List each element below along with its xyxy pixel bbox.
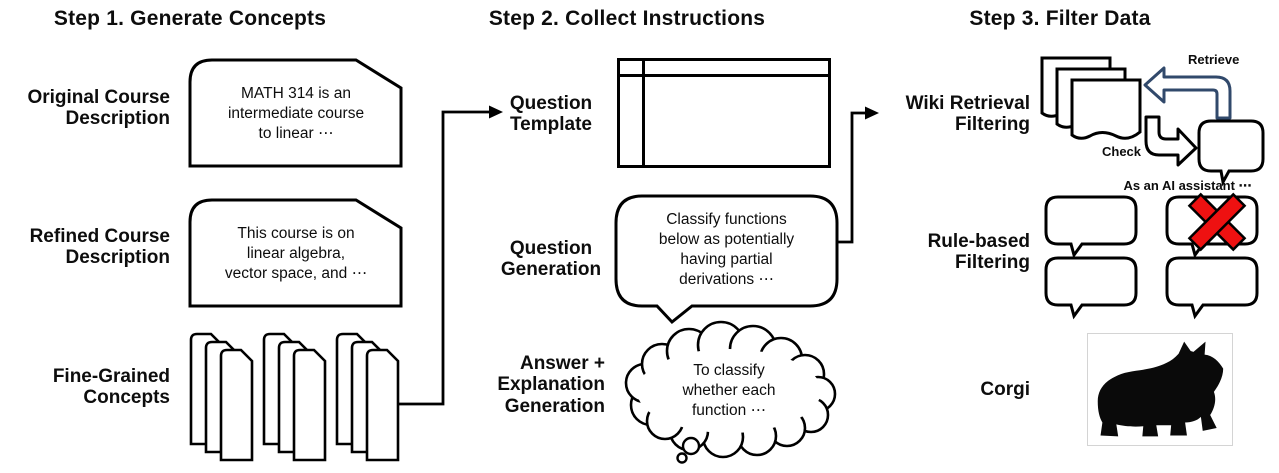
- note-icon: [188, 198, 403, 308]
- question-generation-bubble: Classify functions below as potentially …: [614, 194, 840, 326]
- original-course-label: Original Course Description: [27, 87, 170, 130]
- table-column-divider: [642, 61, 645, 165]
- fine-grained-concepts-label: Fine-Grained Concepts: [52, 366, 170, 409]
- speech-bubble-icon: [614, 194, 839, 325]
- arrowhead-template: [489, 105, 503, 119]
- wiki-retrieval-label: Wiki Retrieval Filtering: [905, 93, 1030, 136]
- answer-explanation-label: Answer + Explanation Generation: [497, 353, 605, 417]
- answer-explanation-cloud: To classify whether each function ⋯: [615, 320, 840, 473]
- bubble-kept-1-icon: [1044, 195, 1138, 259]
- retrieve-arrow-icon: [1143, 66, 1232, 120]
- step1-title: Step 1. Generate Concepts: [53, 7, 327, 30]
- arrowhead-wiki: [865, 106, 879, 120]
- arrow-concepts-to-template: [399, 110, 490, 406]
- concept-cards-icon: [189, 332, 400, 462]
- bubble-kept-3-icon: [1165, 256, 1259, 320]
- red-x-icon: [1187, 192, 1247, 252]
- corgi-image: [1087, 333, 1233, 446]
- arrow-generation-to-wiki: [837, 111, 866, 244]
- document-stack-icon: [1040, 56, 1142, 140]
- refined-course-text: This course is on linear algebra, vector…: [224, 224, 368, 283]
- checked-bubble-icon: [1197, 119, 1265, 187]
- question-generation-label: Question Generation: [500, 238, 602, 281]
- rule-based-label: Rule-based Filtering: [927, 231, 1030, 274]
- check-arrow-path: [1144, 115, 1198, 167]
- bubble-kept-2-icon: [1044, 256, 1138, 320]
- check-arrow-icon: [1144, 115, 1198, 167]
- retrieve-arrow-path: [1143, 66, 1232, 120]
- red-x-bar-2: [1187, 192, 1247, 252]
- answer-explanation-text: To classify whether each function ⋯: [682, 361, 776, 420]
- original-course-text: MATH 314 is an intermediate course to li…: [227, 84, 365, 143]
- table-header-divider: [620, 74, 828, 77]
- step3-title: Step 3. Filter Data: [969, 7, 1151, 30]
- question-template-table-icon: [617, 58, 831, 168]
- note-icon: [188, 58, 403, 168]
- corgi-silhouette-icon: [1097, 341, 1224, 437]
- question-template-label: Question Template: [509, 93, 593, 136]
- assistant-snippet-text: As an AI assistant ⋯: [1123, 178, 1252, 193]
- thought-cloud-icon: [624, 320, 837, 464]
- original-course-note: MATH 314 is an intermediate course to li…: [188, 58, 403, 168]
- retrieve-label: Retrieve: [1188, 52, 1240, 67]
- refined-course-note: This course is on linear algebra, vector…: [188, 198, 403, 308]
- check-label: Check: [1102, 144, 1142, 159]
- refined-course-label: Refined Course Description: [29, 226, 170, 269]
- corgi-label: Corgi: [980, 379, 1030, 400]
- question-generation-text: Classify functions below as potentially …: [658, 210, 795, 289]
- step2-title: Step 2. Collect Instructions: [488, 7, 766, 30]
